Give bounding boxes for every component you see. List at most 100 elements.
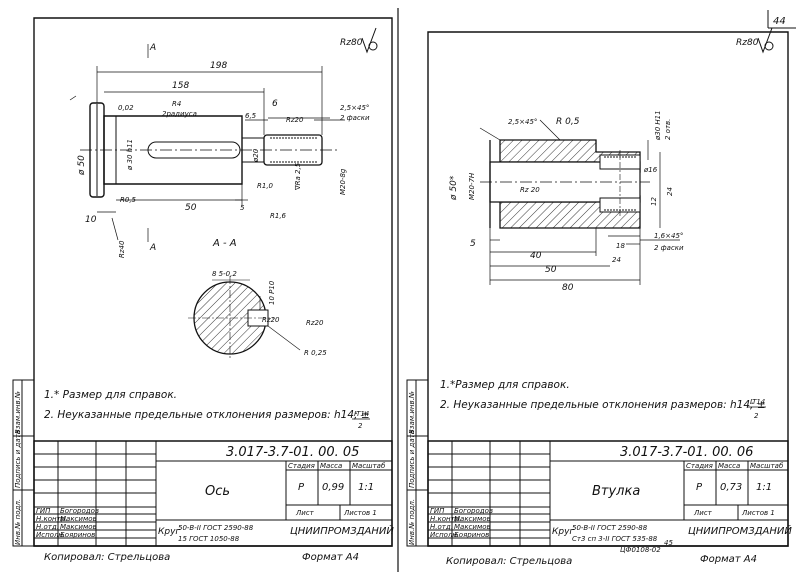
drawing-label: Rz20: [286, 116, 304, 124]
drawing-label: 10 Р10: [268, 280, 276, 305]
drawing-label: 2: [754, 412, 759, 420]
left-roughness: Rz80: [340, 28, 377, 52]
drawing-label: 1:1: [358, 482, 374, 493]
drawing-label: 15 ГОСТ 1050-88: [178, 535, 240, 543]
drawing-label: ∇Ra 2,5: [294, 162, 302, 191]
drawing-label: Подпись и дата: [408, 430, 416, 488]
left-notes: 1.* Размер для справок. 2. Неуказанные п…: [44, 389, 370, 430]
drawing-label: ø16: [643, 166, 658, 174]
drawing-label: Богородов: [60, 507, 99, 515]
drawing-label: Листов 1: [741, 509, 775, 517]
drawing-label: ЦФ0108-02: [620, 546, 661, 554]
drawing-label: 2. Неуказанные предельные отклонения раз…: [440, 399, 766, 411]
shaft-drawing: [80, 103, 340, 197]
drawing-label: Круг: [552, 527, 574, 537]
drawing-label: Листов 1: [343, 509, 377, 517]
drawing-label: Н.отд.: [36, 523, 59, 531]
part-name: Ось: [205, 484, 230, 499]
page-number: 44: [768, 10, 796, 28]
drawing-label: 40: [530, 251, 542, 261]
drawing-label: Н.контр.: [36, 515, 67, 523]
drawing-label: Взам.инв.№: [408, 391, 416, 434]
drawing-code: 3.017-3.7-01. 00. 06: [620, 445, 753, 460]
drawing-label: Rz80: [736, 38, 759, 48]
right-title-block: [428, 441, 788, 546]
drawing-label: 2. Неуказанные предельные отклонения раз…: [44, 409, 370, 421]
drawing-label: 8 5-0,2: [212, 270, 237, 278]
drawing-label: Формат А4: [302, 552, 359, 563]
drawing-label: R0,5: [120, 196, 137, 204]
drawing-label: Масштаб: [750, 462, 784, 470]
drawing-label: 2: [358, 422, 363, 430]
drawing-label: Копировал: Стрельцова: [446, 556, 572, 567]
drawing-label: Rz80: [340, 38, 363, 48]
drawing-label: ø20: [252, 148, 260, 163]
left-sheet: Инв.№ подл. Подпись и дата Взам.инв.№ Rz…: [13, 8, 398, 572]
drawing-label: 6: [272, 99, 278, 109]
drawing-label: ø 30 h11: [126, 139, 134, 171]
right-title-text: 3.017-3.7-01. 00. 06 Втулка Стадия Масса…: [430, 445, 792, 567]
drawing-label: 50-В-II ГОСТ 2590-88: [572, 524, 648, 532]
drawing-label: 80: [562, 283, 574, 293]
drawing-label: А - А: [212, 238, 237, 249]
drawing-label: 50: [545, 265, 557, 275]
drawing-label: M20-7H: [468, 172, 476, 200]
drawing-label: ЦНИИПРОМЗДАНИЙ: [688, 524, 792, 537]
drawing-label: Инв.№ подл.: [14, 499, 22, 545]
drawing-label: Стадия: [288, 462, 315, 470]
bushing-drawing: [480, 140, 650, 228]
drawing-label: R 0,25: [304, 349, 327, 357]
right-roughness: Rz80: [736, 28, 773, 52]
drawing-label: 50: [185, 203, 197, 213]
drawing-label: 2 фаски: [340, 114, 370, 122]
drawing-label: 2 отв.: [664, 119, 672, 140]
drawing-label: 24: [612, 256, 621, 264]
drawing-label: Богородов: [454, 507, 493, 515]
drawing-label: IT14: [354, 410, 369, 418]
drawing-label: Н.отд.: [430, 523, 453, 531]
drawing-label: R1,0: [257, 182, 274, 190]
drawing-label: Rz 20: [520, 186, 540, 194]
drawing-label: A: [149, 243, 156, 253]
left-title-text: 3.017-3.7-01. 00. 05 Ось Стадия Масса Ма…: [36, 445, 394, 563]
shaft-dimensions: [70, 44, 345, 242]
drawing-code: 3.017-3.7-01. 00. 05: [226, 445, 359, 460]
drawing-label: 198: [210, 61, 227, 71]
drawing-label: 158: [172, 81, 189, 91]
drawing-label: M20-8g: [339, 168, 347, 195]
drawing-label: 6,5: [245, 112, 257, 120]
drawing-label: 0,02: [118, 104, 134, 112]
drawing-label: ø 50*: [449, 175, 459, 201]
drawing-label: 12: [650, 197, 658, 206]
drawing-label: Масштаб: [352, 462, 386, 470]
drawing-label: 18: [616, 242, 625, 250]
drawing-label: R 0,5: [556, 117, 580, 127]
drawing-label: Взам.инв.№: [14, 391, 22, 434]
drawing-label: 1:1: [756, 482, 772, 493]
drawing-label: 5: [240, 204, 245, 212]
drawing-label: Максимов: [454, 515, 491, 523]
drawing-label: Максимов: [60, 523, 97, 531]
left-title-block: [34, 441, 392, 546]
drawing-label: ø 50: [77, 155, 87, 176]
drawing-label: Стадия: [686, 462, 713, 470]
drawing-label: 1.* Размер для справок.: [44, 389, 177, 401]
drawing-label: R4: [172, 100, 181, 108]
drawing-label: Ст3 сп 3-II ГОСТ 535-88: [572, 535, 658, 543]
drawing-label: Бояринов: [454, 531, 489, 539]
drawing-label: Rz40: [118, 240, 126, 258]
part-name: Втулка: [592, 484, 640, 499]
shaft-dim-text: 198 158 R4 2радиуса 6 6,5 2,5×45° 2 фаск…: [77, 43, 370, 258]
drawing-label: 45: [664, 539, 673, 547]
drawing-label: ЦНИИПРОМЗДАНИЙ: [290, 524, 394, 537]
drawing-label: ø30 H11: [654, 110, 662, 141]
drawing-label: 1,6×45°: [654, 232, 683, 240]
drawing-label: Круг: [158, 527, 180, 537]
drawing-label: 50-В-II ГОСТ 2590-88: [178, 524, 254, 532]
drawing-label: 10: [85, 215, 97, 225]
drawing-label: Исполн.: [36, 531, 65, 539]
drawing-label: Бояринов: [60, 531, 95, 539]
bushing-dimensions: [480, 120, 680, 285]
